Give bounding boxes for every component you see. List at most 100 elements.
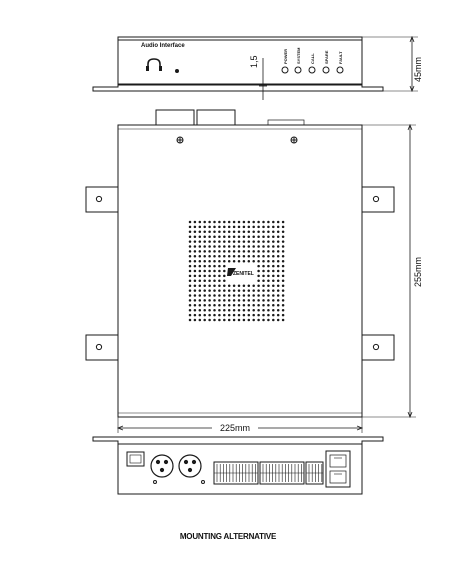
grill-hole [267, 220, 270, 224]
grill-hole [227, 318, 231, 322]
led-fault [336, 66, 344, 74]
grill-hole [242, 230, 246, 234]
grill-hole [203, 264, 206, 268]
grill-hole [267, 245, 270, 248]
bracket-bottom-left [85, 334, 119, 361]
grill-hole [237, 289, 241, 292]
grill-hole [223, 250, 226, 253]
grill-hole [188, 255, 192, 258]
grill-hole [272, 279, 275, 283]
grill-hole [208, 289, 211, 292]
grill-hole [262, 235, 265, 238]
grill-hole [232, 240, 236, 243]
grill-hole [198, 259, 202, 263]
grill-hole [193, 313, 197, 317]
grill-hole [262, 274, 265, 278]
grill-hole [203, 235, 206, 238]
grill-hole [193, 235, 197, 238]
grill-hole [237, 284, 241, 287]
grill-hole [242, 250, 246, 253]
grill-hole [257, 259, 260, 263]
grill-hole [203, 318, 206, 322]
grill-hole [218, 318, 221, 322]
grill-hole [247, 259, 251, 263]
grill-hole [193, 269, 197, 273]
grill-hole [223, 299, 226, 302]
grill-hole [198, 289, 202, 292]
grill-hole [257, 220, 260, 224]
grill-hole [281, 284, 285, 287]
grill-hole [257, 269, 260, 273]
grill-hole [257, 245, 260, 248]
grill-hole [232, 284, 236, 287]
grill-hole [281, 245, 285, 248]
grill-hole [276, 313, 280, 317]
grill-hole [218, 304, 221, 307]
grill-hole [203, 230, 206, 234]
grill-hole [232, 318, 236, 322]
drawing-caption: MOUNTING ALTERNATIVE [179, 532, 277, 541]
grill-hole [276, 294, 280, 297]
grill-hole [242, 284, 246, 287]
grill-hole [203, 240, 206, 243]
grill-hole [213, 284, 216, 287]
grill-hole [218, 255, 221, 258]
grill-hole [193, 250, 197, 253]
grill-hole [198, 225, 202, 229]
grill-hole [208, 308, 211, 312]
grill-hole [262, 313, 265, 317]
grill-hole [232, 225, 236, 229]
grill-hole [262, 240, 265, 243]
screw-left [176, 136, 184, 144]
grill-hole [237, 255, 241, 258]
grill-hole [188, 294, 192, 297]
grill-hole [232, 304, 236, 307]
grill-hole [193, 259, 197, 263]
grill-hole [218, 250, 221, 253]
grill-hole [188, 269, 192, 273]
grill-hole [232, 230, 236, 234]
grill-hole [213, 230, 216, 234]
grill-hole [208, 250, 211, 253]
width-dimension-label: 225mm [220, 423, 250, 433]
grill-hole [242, 220, 246, 224]
grill-hole [223, 318, 226, 322]
grill-hole [188, 279, 192, 283]
grill-hole [252, 299, 255, 302]
grill-hole [242, 225, 246, 229]
grill-hole [247, 240, 251, 243]
grill-hole [252, 255, 255, 258]
grill-hole [198, 279, 202, 283]
grill-hole [262, 264, 265, 268]
grill-hole [203, 304, 206, 307]
grill-hole [213, 220, 216, 224]
grill-hole [257, 279, 260, 283]
grill-hole [213, 259, 216, 263]
grill-hole [232, 235, 236, 238]
grill-hole [213, 245, 216, 248]
grill-hole [276, 240, 280, 243]
grill-hole [257, 235, 260, 238]
grill-hole [247, 220, 251, 224]
grill-hole [272, 313, 275, 317]
grill-hole [272, 259, 275, 263]
grill-hole [227, 308, 231, 312]
grill-hole [208, 225, 211, 229]
grill-hole [257, 318, 260, 322]
grill-hole [262, 230, 265, 234]
front-view [92, 35, 418, 100]
grill-hole [247, 318, 251, 322]
grill-hole [188, 299, 192, 302]
grill-hole [193, 264, 197, 268]
grill-hole [213, 318, 216, 322]
grill-hole [247, 308, 251, 312]
grill-hole [218, 235, 221, 238]
led-label-call: CALL [310, 53, 315, 64]
grill-hole [227, 220, 231, 224]
grill-hole [208, 245, 211, 248]
grill-hole [267, 304, 270, 307]
panel-title: Audio Interface [141, 43, 185, 49]
grill-hole [193, 274, 197, 278]
grill-hole [276, 289, 280, 292]
grill-hole [272, 299, 275, 302]
